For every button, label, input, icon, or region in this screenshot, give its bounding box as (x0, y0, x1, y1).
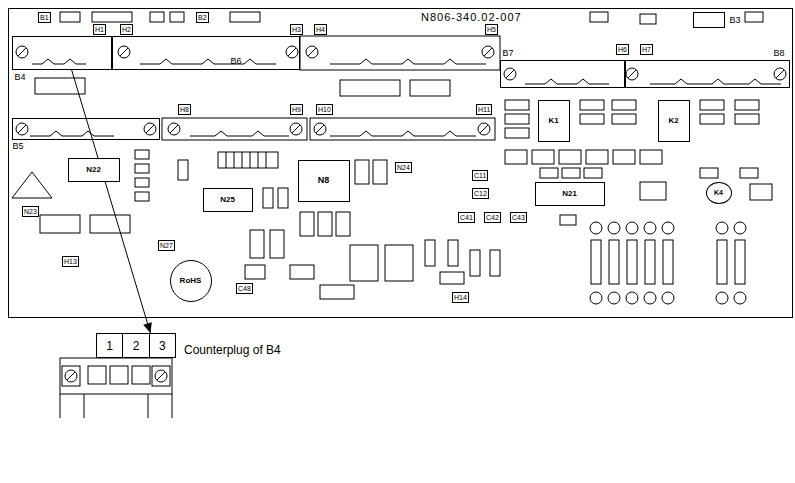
component-box: N25 (203, 188, 253, 212)
terminal-block: B5 (12, 118, 160, 140)
counterplug-body (60, 358, 172, 418)
led-symbol (590, 222, 746, 304)
part-label: RoHS (180, 277, 202, 285)
part-label: K4 (714, 189, 723, 196)
part-label: N24 (395, 162, 412, 173)
component-box: N8 (298, 160, 350, 202)
part-label: H2 (120, 24, 133, 35)
part-label: B6 (231, 57, 242, 66)
part-label: H9 (290, 104, 303, 115)
esd-symbol (12, 172, 52, 198)
part-label: N25 (220, 196, 235, 204)
part-label: H7 (640, 44, 653, 55)
terminal-block: B6 (112, 36, 300, 70)
rohs-sticker: RoHS (170, 260, 212, 302)
part-label: C41 (458, 212, 475, 223)
part-label: H10 (316, 104, 333, 115)
pin-number: 2 (122, 334, 148, 357)
part-label: C42 (484, 212, 501, 223)
part-label: C43 (510, 212, 527, 223)
board-part-number: N806-340.02-007 (421, 12, 522, 23)
terminal-profile (30, 131, 114, 136)
smd-parts (35, 12, 772, 299)
part-label: B1 (38, 12, 51, 23)
part-label: H6 (616, 44, 629, 55)
terminal-profile (140, 59, 276, 64)
part-label: H1 (93, 24, 106, 35)
terminal-block (310, 118, 495, 140)
part-label: C11 (472, 170, 488, 181)
part-label: H11 (476, 104, 492, 115)
component-box: B3 (693, 12, 725, 28)
pin-number: 3 (149, 334, 175, 357)
terminal-block: B4 (12, 36, 112, 70)
terminal-profile (190, 131, 289, 136)
terminal-profile (330, 59, 486, 64)
component-box: N22 (68, 158, 120, 182)
part-label: B8 (774, 49, 785, 58)
terminal-block (162, 118, 307, 140)
relay-box: K2 (658, 100, 690, 142)
counterplug-header: 123 (96, 333, 176, 358)
part-label: N22 (86, 166, 101, 174)
part-label: N27 (158, 240, 175, 251)
leader-arrow (72, 70, 152, 334)
part-label: C12 (472, 188, 489, 199)
terminal-block: B7 (500, 60, 625, 88)
terminal-profile (330, 131, 476, 136)
part-label: B5 (13, 142, 24, 151)
component-circle: K4 (706, 182, 732, 204)
part-label: H14 (452, 292, 469, 303)
part-label: H4 (314, 24, 327, 35)
component-box: N21 (535, 182, 605, 206)
part-label: K2 (668, 117, 678, 125)
part-label: H5 (485, 24, 498, 35)
callout-text: Counterplug of B4 (184, 344, 281, 356)
part-label: B2 (196, 12, 209, 23)
part-label: N21 (562, 190, 577, 198)
pin-number: 1 (97, 334, 122, 357)
part-label: B7 (503, 49, 514, 58)
part-label: N8 (318, 176, 330, 185)
terminal-profile (650, 79, 781, 84)
part-label: B4 (15, 73, 26, 82)
terminal-block (300, 36, 500, 70)
terminal-block: B8 (625, 60, 790, 88)
relay-box: K1 (538, 100, 570, 142)
part-label: C48 (236, 283, 253, 294)
terminal-profile (525, 79, 609, 84)
terminal-profile (32, 59, 86, 64)
part-label: H3 (290, 24, 303, 35)
part-label: N23 (22, 206, 39, 217)
part-label: H8 (178, 104, 191, 115)
part-label: K1 (548, 117, 558, 125)
part-label: H13 (62, 256, 79, 267)
part-label: B3 (730, 16, 741, 25)
